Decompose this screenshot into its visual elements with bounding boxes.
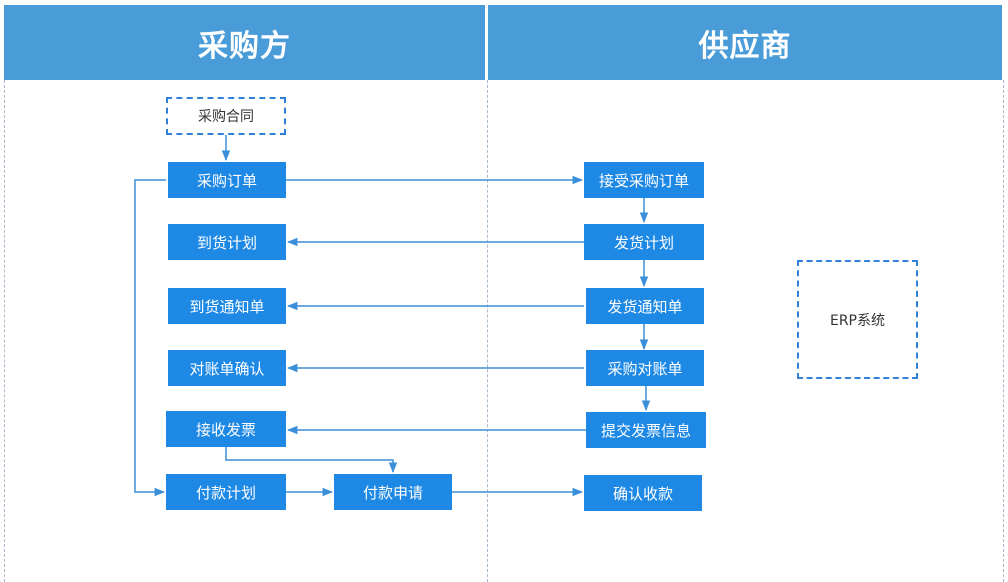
node-submit-invoice: 提交发票信息 bbox=[586, 412, 706, 448]
node-ship-plan: 发货计划 bbox=[584, 224, 704, 260]
node-arrival-notice: 到货通知单 bbox=[168, 288, 286, 324]
edge-order-to-paymentplan bbox=[134, 179, 166, 497]
node-arrival-plan: 到货计划 bbox=[168, 224, 286, 260]
node-receive-invoice: 接收发票 bbox=[166, 411, 286, 447]
node-payment-plan: 付款计划 bbox=[166, 474, 286, 510]
node-payment-request: 付款申请 bbox=[334, 474, 452, 510]
lane-header-buyer: 采购方 bbox=[4, 5, 485, 80]
node-confirm-receipt: 确认收款 bbox=[584, 475, 702, 511]
node-purchase-order: 采购订单 bbox=[168, 162, 286, 198]
node-statement-confirm: 对账单确认 bbox=[168, 350, 286, 386]
lane-border-right bbox=[1003, 80, 1004, 582]
lane-separator bbox=[487, 80, 488, 582]
lane-border-left bbox=[4, 80, 5, 582]
node-purchase-contract: 采购合同 bbox=[166, 97, 286, 135]
node-accept-order: 接受采购订单 bbox=[584, 162, 704, 198]
node-ship-notice: 发货通知单 bbox=[586, 288, 704, 324]
node-purchase-statement: 采购对账单 bbox=[586, 350, 704, 386]
legend-erp-system: ERP系统 bbox=[797, 260, 918, 379]
lane-header-supplier: 供应商 bbox=[488, 5, 1002, 80]
edge-receiveinvoice-to-request bbox=[225, 447, 398, 474]
